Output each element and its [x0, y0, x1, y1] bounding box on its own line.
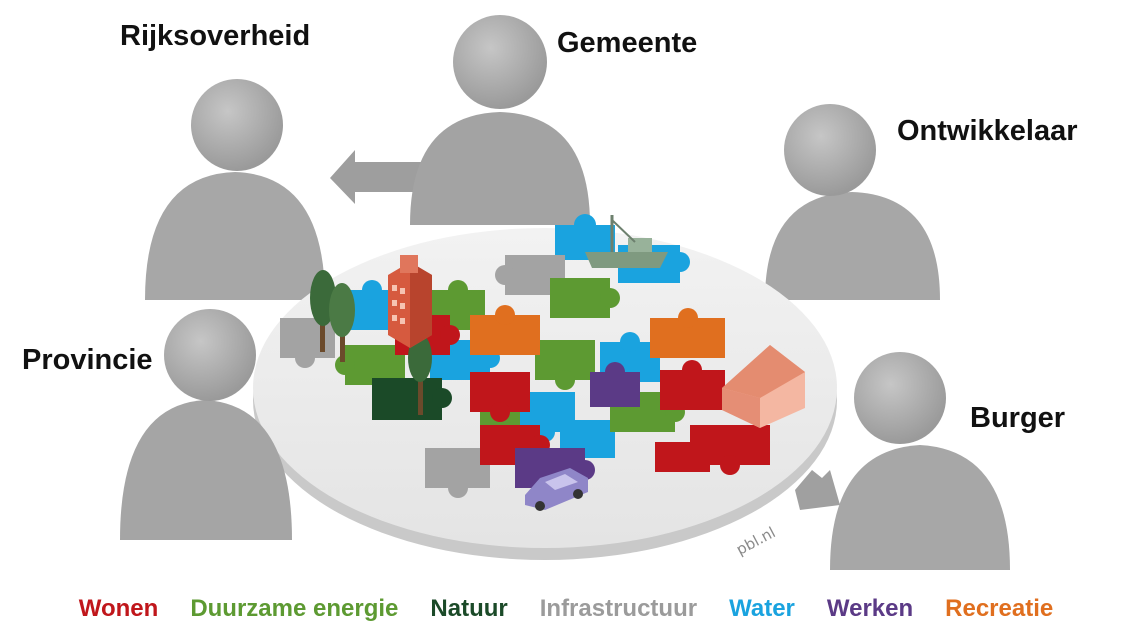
label-provincie: Provincie [22, 344, 153, 376]
thumbs-up-icon [795, 470, 840, 510]
puzzle-piece-infrastructuur [280, 255, 565, 498]
person-ontwikkelaar [765, 104, 940, 300]
puzzle-piece-werken [515, 362, 640, 488]
car-icon [525, 468, 588, 511]
person-gemeente [330, 15, 590, 225]
legend-item-recreatie: Recreatie [945, 595, 1054, 622]
boat-icon [585, 215, 668, 268]
puzzle-piece-recreatie [470, 305, 725, 358]
label-rijksoverheid: Rijksoverheid [120, 20, 311, 52]
person-provincie [120, 309, 292, 540]
puzzle-piece-wonen [395, 315, 770, 475]
legend-item-wonen: Wonen [78, 595, 159, 622]
label-gemeente: Gemeente [557, 27, 698, 59]
person-rijksoverheid [145, 79, 325, 300]
legend-item-natuur: Natuur [430, 595, 508, 622]
house-icon [722, 345, 805, 428]
legend-item-werken: Werken [826, 595, 914, 622]
label-burger: Burger [970, 402, 1066, 434]
legend-item-duurzame-energie: Duurzame energie [190, 595, 399, 622]
legend-item-infrastructuur: Infrastructuur [539, 595, 698, 622]
building-icon [388, 255, 432, 348]
person-burger [795, 352, 1010, 570]
legend: Wonen Duurzame energie Natuur Infrastruc… [0, 594, 1132, 626]
label-ontwikkelaar: Ontwikkelaar [897, 115, 1078, 147]
legend-item-water: Water [729, 595, 795, 622]
trees-icon [310, 270, 432, 415]
puzzle-piece-natuur [372, 378, 452, 420]
pointing-hand-icon [330, 150, 430, 204]
